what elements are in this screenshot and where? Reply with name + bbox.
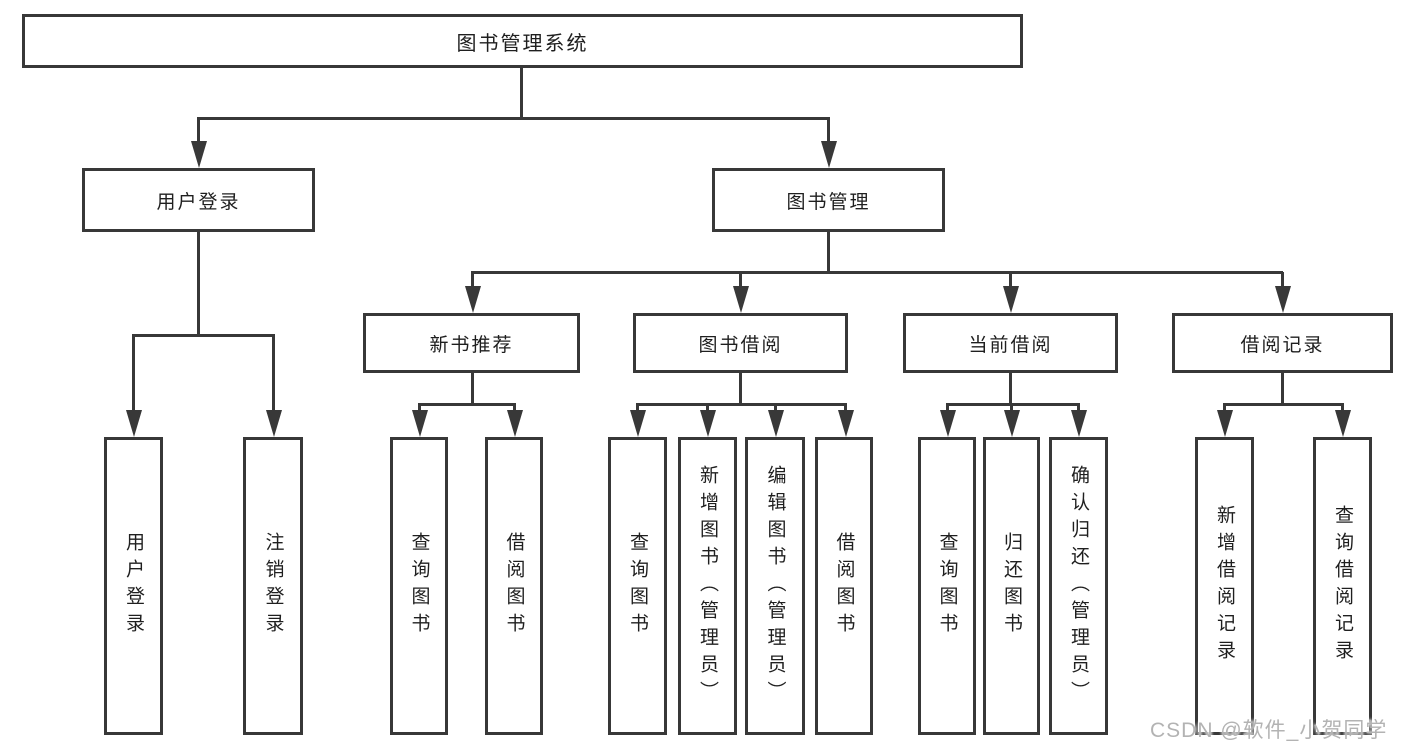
connector-line	[197, 117, 830, 120]
leaf-query-books-borrow: 查询图书	[608, 437, 667, 735]
connector-arrow-down	[197, 118, 200, 141]
connector-line	[197, 232, 200, 335]
connector-arrow-down	[132, 335, 135, 410]
connector-arrow-down	[272, 335, 275, 410]
leaf-query-books-current: 查询图书	[918, 437, 976, 735]
connector-arrow-down	[418, 404, 421, 410]
leaf-borrow-books: 借阅图书	[815, 437, 873, 735]
connector-arrow-down	[844, 404, 847, 410]
connector-arrow-down	[1281, 272, 1284, 286]
connector-arrow-down	[1010, 404, 1013, 410]
connector-line	[1281, 373, 1284, 404]
connector-arrow-down	[1341, 404, 1344, 410]
node-book-borrow: 图书借阅	[633, 313, 848, 373]
connector-arrow-down	[739, 272, 742, 286]
connector-line	[1009, 373, 1012, 404]
connector-line	[946, 403, 1080, 406]
connector-line	[636, 403, 847, 406]
connector-line	[827, 232, 830, 273]
leaf-logout: 注销登录	[243, 437, 303, 735]
leaf-query-borrow-record: 查询借阅记录	[1313, 437, 1372, 735]
node-book-management: 图书管理	[712, 168, 945, 232]
connector-arrow-down	[946, 404, 949, 410]
connector-arrow-down	[513, 404, 516, 410]
connector-line	[132, 334, 275, 337]
leaf-confirm-return-admin: 确认归还（管理员）	[1049, 437, 1108, 735]
leaf-borrow-books-recommend: 借阅图书	[485, 437, 543, 735]
connector-line	[418, 403, 516, 406]
leaf-edit-book-admin: 编辑图书（管理员）	[745, 437, 805, 735]
connector-arrow-down	[774, 404, 777, 410]
csdn-watermark: CSDN @软件_小贺同学	[1150, 719, 1388, 742]
connector-arrow-down	[1009, 272, 1012, 286]
connector-arrow-down	[1223, 404, 1226, 410]
connector-arrow-down	[827, 118, 830, 141]
connector-line	[471, 271, 1283, 274]
leaf-add-borrow-record: 新增借阅记录	[1195, 437, 1254, 735]
leaf-query-books-recommend: 查询图书	[390, 437, 448, 735]
leaf-return-books: 归还图书	[983, 437, 1040, 735]
connector-arrow-down	[636, 404, 639, 410]
connector-arrow-down	[1077, 404, 1080, 410]
node-borrow-records: 借阅记录	[1172, 313, 1393, 373]
node-root: 图书管理系统	[22, 14, 1023, 68]
leaf-add-book-admin: 新增图书（管理员）	[678, 437, 737, 735]
connector-line	[520, 68, 523, 118]
node-new-book-recommend: 新书推荐	[363, 313, 580, 373]
connector-line	[1223, 403, 1344, 406]
connector-line	[739, 373, 742, 404]
connector-arrow-down	[706, 404, 709, 410]
node-current-borrow: 当前借阅	[903, 313, 1118, 373]
node-user-login: 用户登录	[82, 168, 315, 232]
connector-line	[471, 373, 474, 404]
connector-arrow-down	[471, 272, 474, 286]
leaf-user-login: 用户登录	[104, 437, 163, 735]
